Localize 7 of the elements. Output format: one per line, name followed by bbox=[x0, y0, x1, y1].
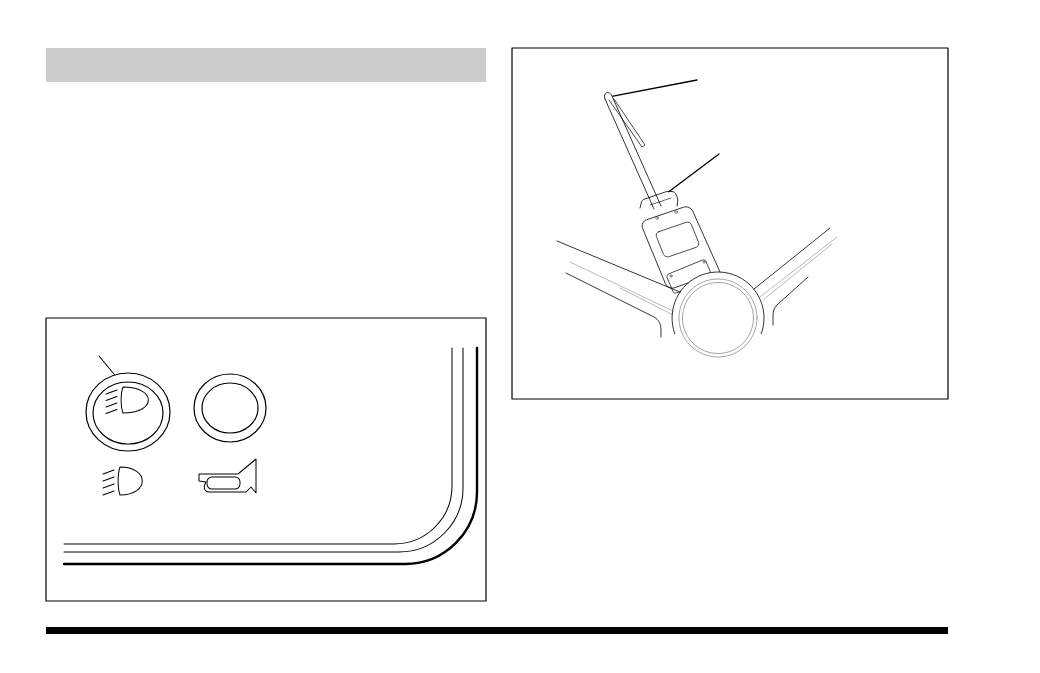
heading-bar bbox=[46, 48, 486, 82]
leader-line bbox=[98, 355, 115, 375]
leader-line bbox=[612, 79, 698, 97]
switch-knob bbox=[85, 372, 171, 452]
leader-line bbox=[668, 153, 720, 193]
rod bbox=[603, 92, 662, 210]
rod-collar bbox=[639, 190, 679, 209]
